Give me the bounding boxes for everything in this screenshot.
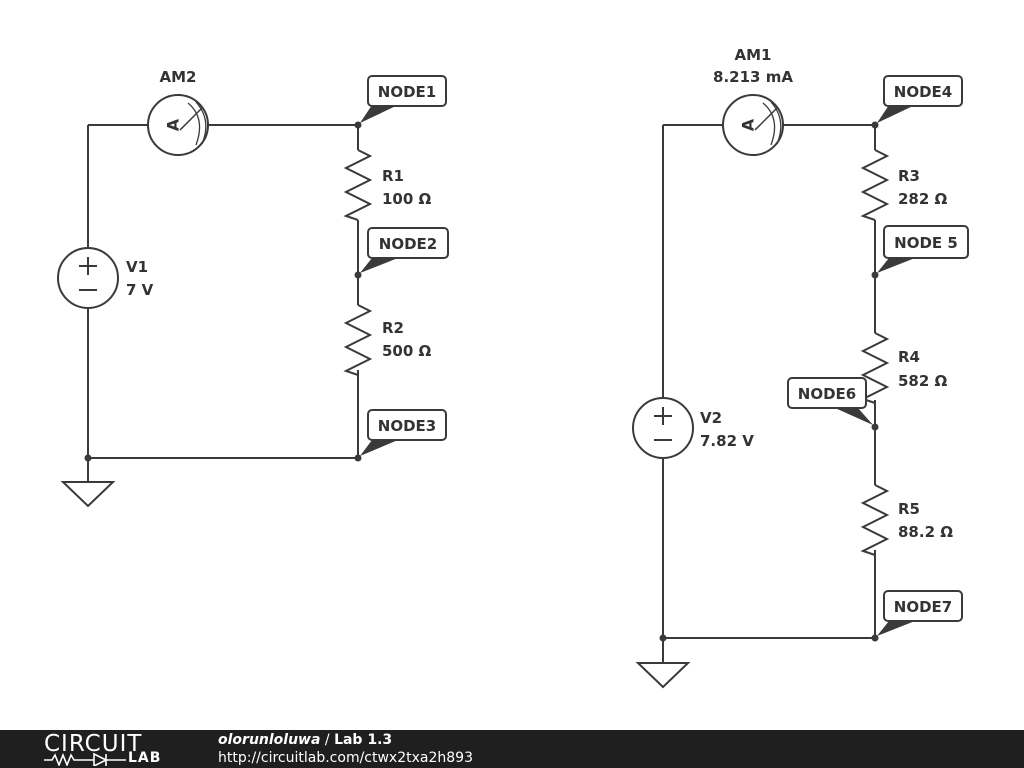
junction-dot (871, 423, 879, 431)
ammeter-reading: 8.213 mA (713, 68, 793, 86)
footer-bar: CIRCUIT LAB olorunloluwa / Lab 1.3 http:… (0, 730, 1024, 768)
node-label-node2[interactable]: NODE2 (360, 227, 449, 273)
schematic-canvas: A AM2 V1 7 V R1 100 Ω R2 500 Ω NODE1 (57, 46, 969, 689)
resistor-label: R3 (898, 167, 920, 185)
ammeter-am2[interactable]: A (147, 94, 209, 156)
svg-text:NODE1: NODE1 (378, 83, 436, 101)
source-label: V1 (126, 258, 148, 276)
source-value: 7 V (126, 281, 154, 299)
resistor-label: R2 (382, 319, 404, 337)
resistor-r5[interactable] (860, 484, 890, 556)
resistor-r3[interactable] (860, 149, 890, 221)
logo-lab-text: LAB (128, 750, 162, 766)
ammeter-label: AM2 (160, 68, 197, 86)
logo-resistor-diode-icon (44, 752, 126, 766)
svg-text:NODE7: NODE7 (894, 598, 952, 616)
voltage-source-v1[interactable] (57, 247, 119, 309)
plus-icon (654, 407, 672, 425)
junction-dot (871, 271, 879, 279)
resistor-label: R4 (898, 348, 920, 366)
svg-text:NODE2: NODE2 (379, 235, 437, 253)
svg-text:NODE4: NODE4 (894, 83, 952, 101)
ammeter-symbol: A (739, 118, 758, 131)
node-label-node5[interactable]: NODE 5 (877, 225, 969, 273)
plus-icon (79, 257, 97, 275)
ammeter-symbol: A (164, 118, 183, 131)
separator: / (320, 732, 335, 748)
junction-dot (659, 634, 667, 642)
resistor-value: 88.2 Ω (898, 523, 953, 541)
resistor-value: 100 Ω (382, 190, 432, 208)
ground-icon (60, 481, 116, 508)
footer-author-line: olorunloluwa / Lab 1.3 (218, 732, 392, 748)
resistor-value: 582 Ω (898, 372, 948, 390)
junction-dot (354, 271, 362, 279)
resistor-value: 282 Ω (898, 190, 948, 208)
voltage-source-v2[interactable] (632, 397, 694, 459)
source-label: V2 (700, 409, 722, 427)
svg-text:NODE6: NODE6 (798, 385, 856, 403)
circuit-url-link[interactable]: http://circuitlab.com/ctwx2txa2h893 (218, 750, 473, 766)
circuit-left: A AM2 V1 7 V R1 100 Ω R2 500 Ω NODE1 (57, 68, 449, 508)
resistor-r2[interactable] (343, 304, 373, 376)
node-label-node7[interactable]: NODE7 (877, 590, 963, 636)
resistor-r1[interactable] (343, 149, 373, 221)
junction-dot (871, 634, 879, 642)
resistor-label: R1 (382, 167, 404, 185)
ammeter-label: AM1 (735, 46, 772, 64)
junction-dot (354, 454, 362, 462)
node-label-node3[interactable]: NODE3 (360, 409, 447, 456)
ammeter-am1[interactable]: A (722, 94, 784, 156)
circuitlab-logo[interactable]: CIRCUIT (44, 731, 143, 757)
node-label-node4[interactable]: NODE4 (877, 75, 963, 123)
circuit-right: A AM1 8.213 mA V2 7.82 V R3 282 Ω R4 582… (632, 46, 969, 689)
circuit-title[interactable]: Lab 1.3 (334, 732, 393, 748)
ground-icon (635, 662, 691, 689)
svg-text:NODE 5: NODE 5 (894, 234, 958, 252)
svg-text:NODE3: NODE3 (378, 417, 436, 435)
node-label-node6[interactable]: NODE6 (787, 377, 873, 425)
resistor-label: R5 (898, 500, 920, 518)
node-label-node1[interactable]: NODE1 (360, 75, 447, 123)
junction-dot (354, 121, 362, 129)
junction-dot (871, 121, 879, 129)
author-link[interactable]: olorunloluwa (218, 732, 321, 748)
junction-dot (84, 454, 92, 462)
source-value: 7.82 V (700, 432, 754, 450)
resistor-value: 500 Ω (382, 342, 432, 360)
